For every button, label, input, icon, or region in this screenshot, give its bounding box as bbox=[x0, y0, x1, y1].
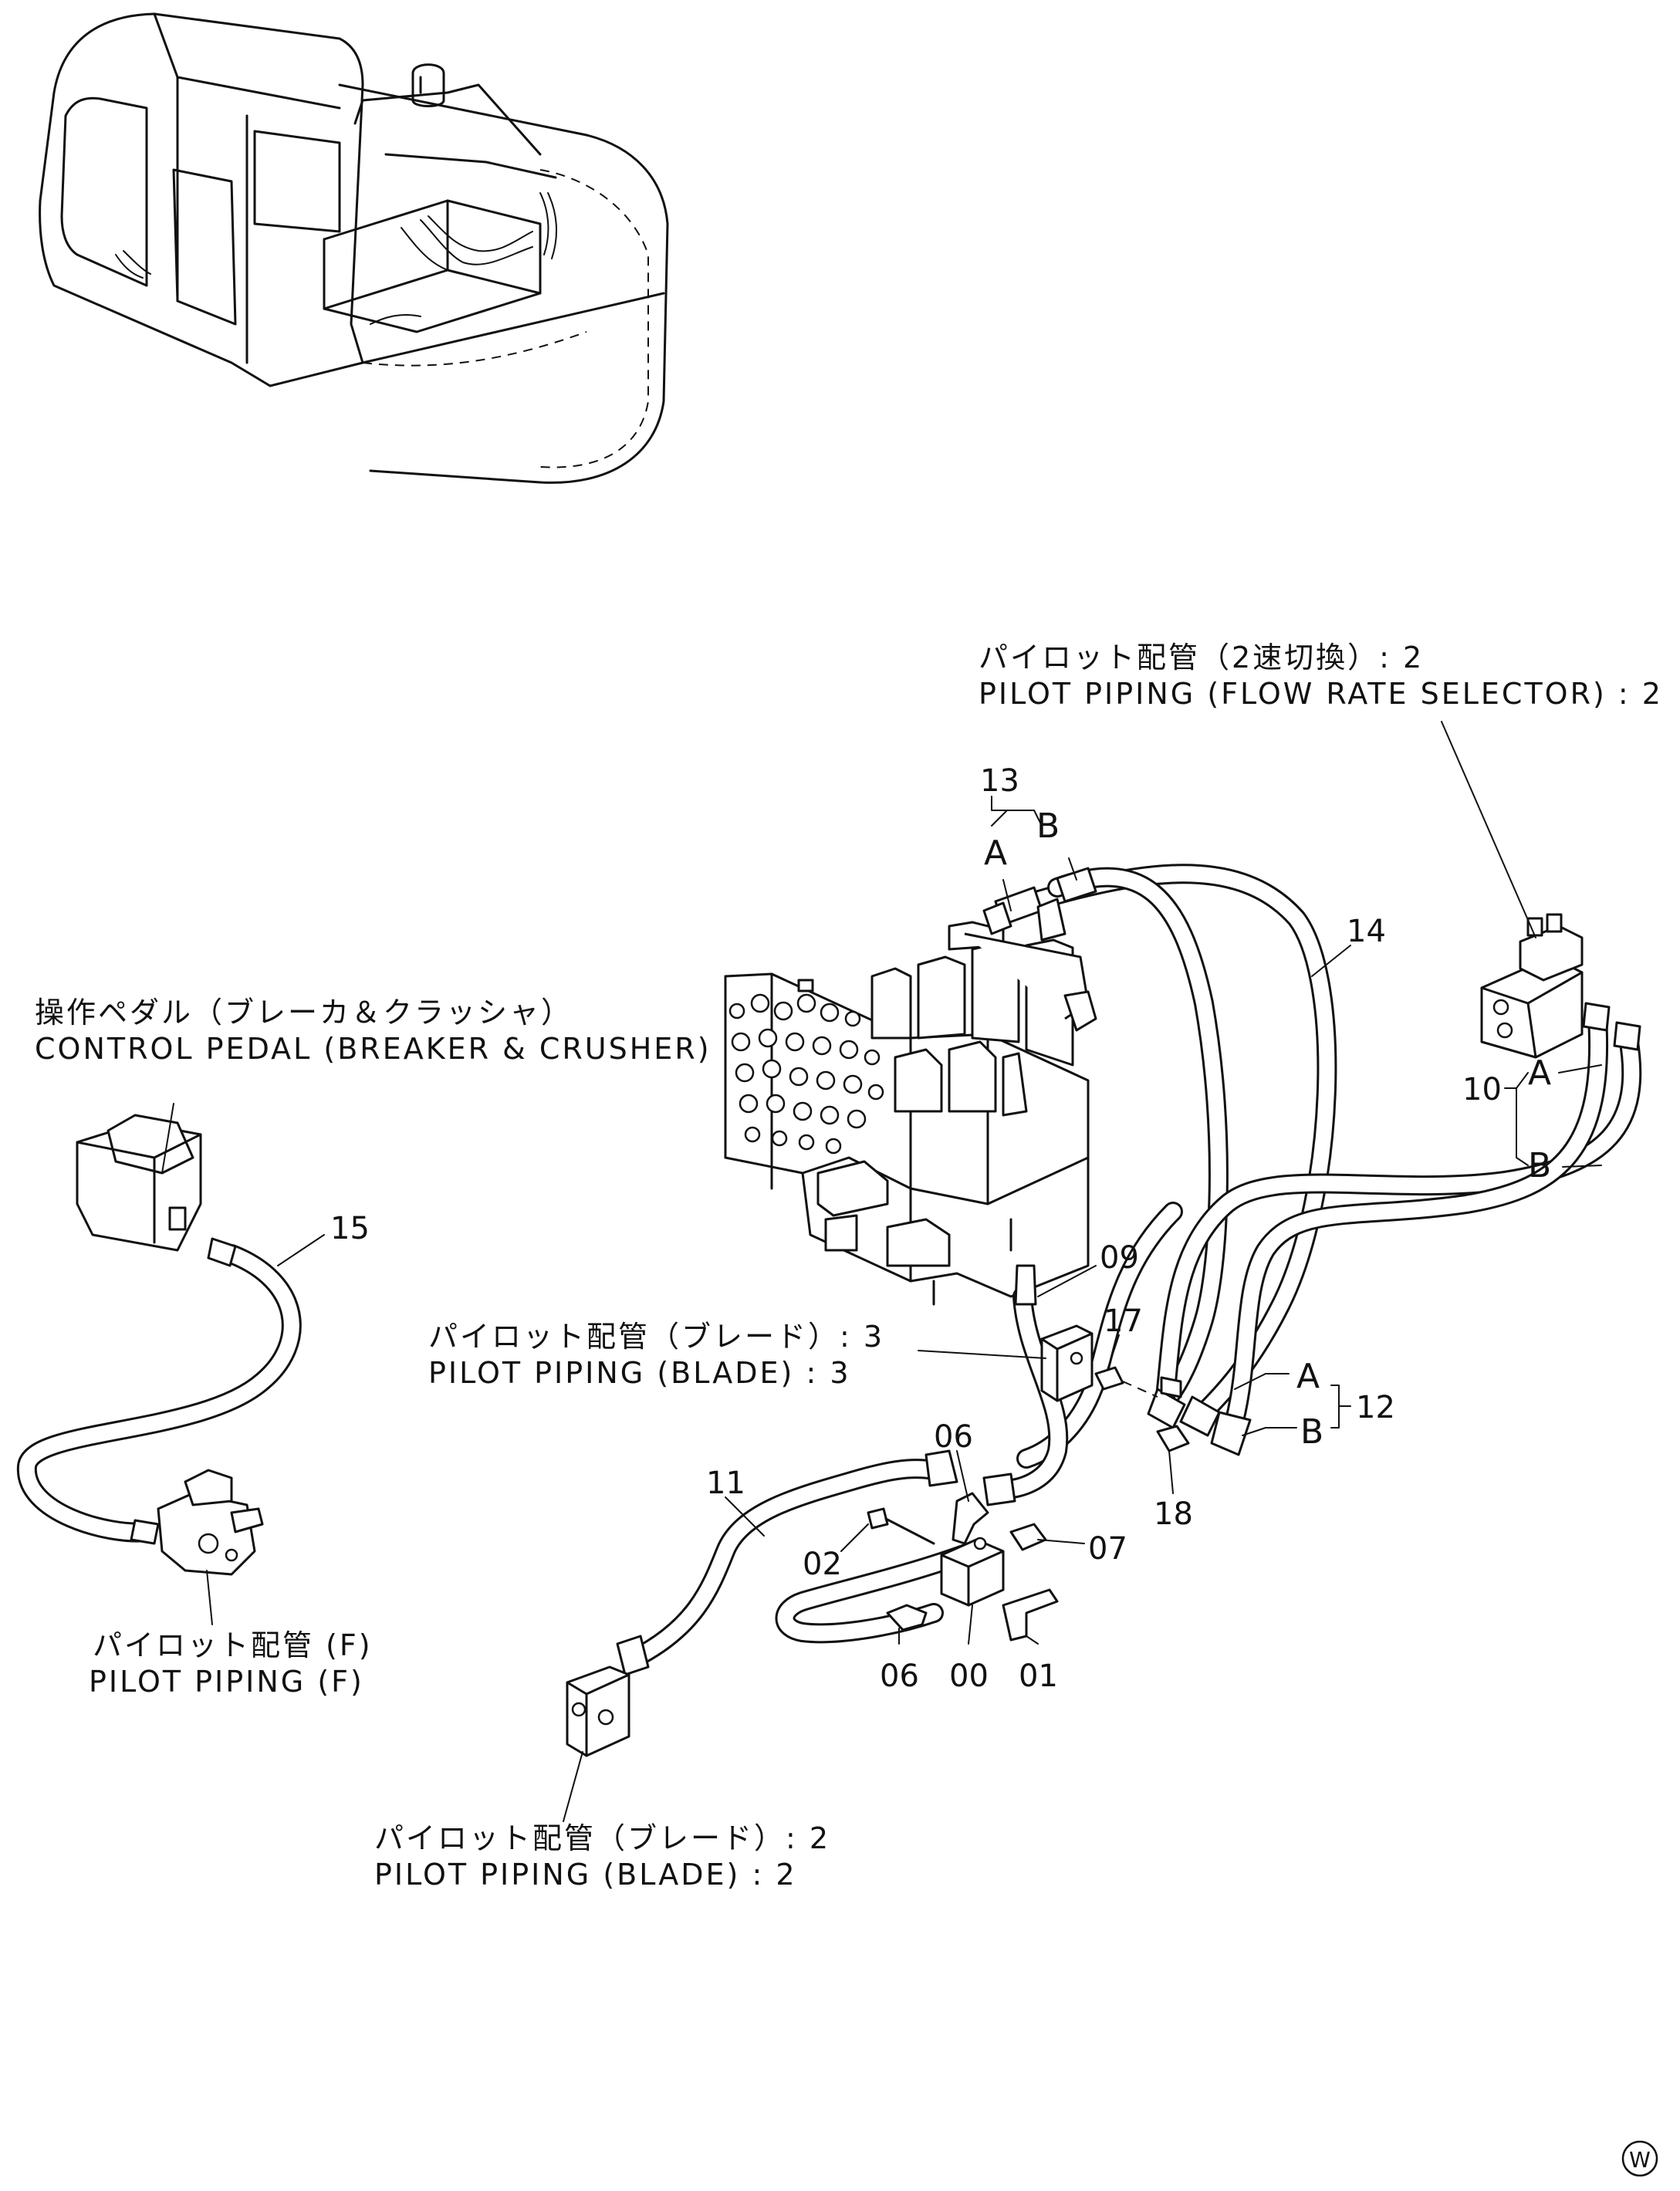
small-parts-group bbox=[867, 1366, 1190, 1642]
text-labels: パイロット配管（2速切換）: 2 PILOT PIPING (FLOW RATE… bbox=[35, 641, 1663, 1892]
flow-rate-selector-label-jp: パイロット配管（2速切換）: 2 bbox=[979, 641, 1424, 675]
blade-2-label-en: PILOT PIPING (BLADE) : 2 bbox=[374, 1858, 797, 1892]
callout-numbers: 13 A B 14 10 A B 15 09 17 A B 12 18 06 1… bbox=[330, 763, 1551, 1694]
blade-3-label-en: PILOT PIPING (BLADE) : 3 bbox=[428, 1356, 851, 1390]
callout-11: 11 bbox=[706, 1466, 745, 1501]
flow-rate-selector-label-en: PILOT PIPING (FLOW RATE SELECTOR) : 2 bbox=[979, 677, 1663, 711]
control-pedal-label-jp: 操作ペダル（ブレーカ＆クラッシャ） bbox=[35, 996, 573, 1030]
callout-06-lower: 06 bbox=[880, 1658, 919, 1694]
blade-3-label-jp: パイロット配管（ブレード）: 3 bbox=[428, 1320, 884, 1354]
control-pedal bbox=[76, 1114, 202, 1252]
hoses bbox=[16, 864, 1642, 1669]
callout-10-b: B bbox=[1528, 1146, 1551, 1185]
callout-15: 15 bbox=[330, 1211, 370, 1246]
control-valve-assembly bbox=[724, 921, 1097, 1306]
callout-07: 07 bbox=[1088, 1531, 1127, 1567]
pilot-block-blade-3 bbox=[1040, 1324, 1094, 1402]
callout-09: 09 bbox=[1100, 1240, 1139, 1276]
callout-13-a: A bbox=[984, 833, 1007, 873]
callout-06-upper: 06 bbox=[934, 1419, 973, 1455]
hose-fittings bbox=[130, 867, 1641, 1676]
pilot-f-label-en: PILOT PIPING (F) bbox=[89, 1665, 364, 1699]
corner-w-mark: W bbox=[1621, 2140, 1658, 2177]
callout-12-b: B bbox=[1300, 1412, 1323, 1452]
callout-13: 13 bbox=[980, 763, 1019, 799]
callout-10: 10 bbox=[1462, 1072, 1502, 1107]
pilot-f-label-jp: パイロット配管 (F) bbox=[93, 1628, 373, 1662]
callout-00: 00 bbox=[949, 1658, 989, 1694]
pilot-valve-f bbox=[157, 1469, 264, 1576]
flow-rate-selector-valve bbox=[1480, 913, 1584, 1059]
control-pedal-label-en: CONTROL PEDAL (BREAKER & CRUSHER) bbox=[35, 1032, 712, 1066]
valve-port-cluster bbox=[728, 993, 884, 1155]
corner-w-text: W bbox=[1629, 2147, 1651, 2172]
callout-13-b: B bbox=[1036, 806, 1060, 846]
excavator-locator-view bbox=[39, 12, 669, 484]
callout-12-a: A bbox=[1296, 1357, 1320, 1396]
callout-14: 14 bbox=[1347, 914, 1386, 949]
leader-lines bbox=[161, 721, 1602, 1822]
callout-17: 17 bbox=[1104, 1303, 1143, 1339]
callout-10-a: A bbox=[1528, 1053, 1551, 1093]
callout-12: 12 bbox=[1356, 1390, 1395, 1425]
callout-18: 18 bbox=[1154, 1496, 1193, 1532]
blade-2-label-jp: パイロット配管（ブレード）: 2 bbox=[374, 1821, 830, 1855]
pilot-block-blade-2 bbox=[566, 1665, 630, 1757]
callout-01: 01 bbox=[1019, 1658, 1058, 1694]
callout-02: 02 bbox=[803, 1547, 842, 1582]
